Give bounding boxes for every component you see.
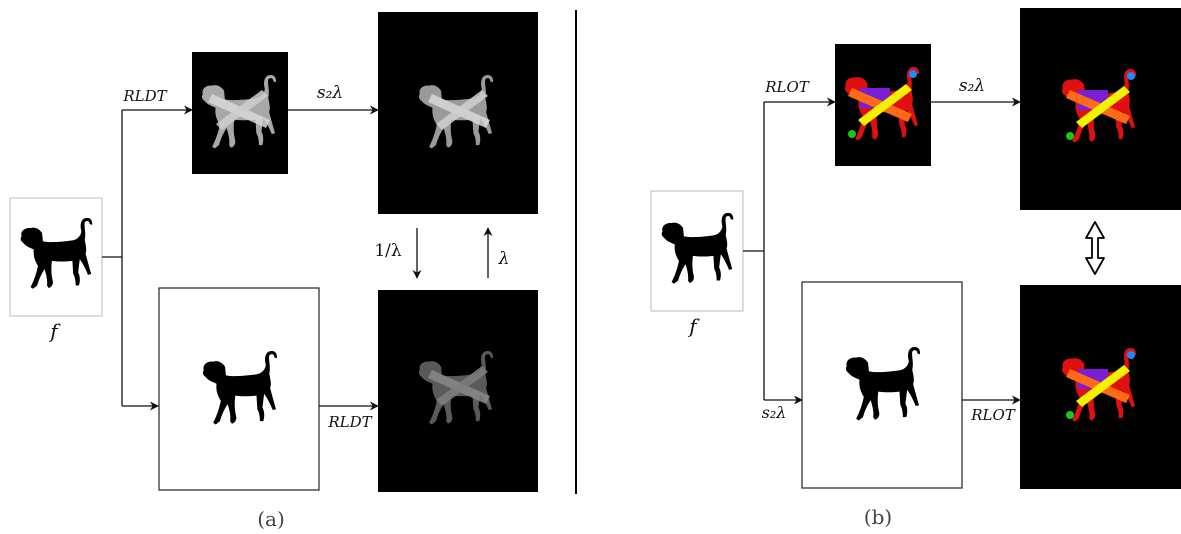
label-rlot-bottom: RLOT: [970, 406, 1016, 424]
label-rlot-top: RLOT: [764, 78, 810, 96]
caption-a: (a): [257, 507, 285, 531]
label-spot-green-small: [848, 130, 856, 138]
label-stripe-yellow-scaled: [1076, 86, 1130, 128]
label-rldt-top: RLDT: [122, 87, 167, 105]
input-label-f-a: f: [48, 319, 61, 343]
panel-b: f RLOT s₂λ s₂λ: [650, 8, 1181, 529]
distance-stripe-upscaled-2: [436, 366, 488, 406]
input-image-frame-b: [650, 190, 744, 312]
caption-b: (b): [864, 505, 892, 529]
label-rldt-bottom: RLDT: [327, 413, 372, 431]
label-inv-lambda: 1/λ: [374, 241, 402, 261]
label-scale-top-b: s₂λ: [959, 76, 985, 96]
label-spot-green-scaled: [1066, 132, 1074, 140]
distance-stripe-small-2: [216, 90, 268, 130]
panel-a: f RLDT s₂λ 1/λ λ RLDT: [9, 12, 538, 531]
label-spot-green-upscaled: [1066, 411, 1074, 419]
label-spot-blue-scaled: [1127, 72, 1135, 80]
label-spot-blue-upscaled: [1127, 351, 1135, 359]
label-stripe-yellow-small: [858, 84, 912, 126]
input-label-f-b: f: [687, 314, 700, 338]
equivalence-double-arrow: [1085, 221, 1105, 275]
label-lambda: λ: [498, 249, 510, 269]
label-scale-top-a: s₂λ: [317, 83, 343, 103]
label-spot-blue-small: [909, 70, 917, 78]
label-stripe-yellow-upscaled: [1076, 365, 1130, 407]
distance-stripe-scaled-2: [436, 90, 488, 130]
label-scale-bottom-b: s₂λ: [762, 403, 787, 422]
